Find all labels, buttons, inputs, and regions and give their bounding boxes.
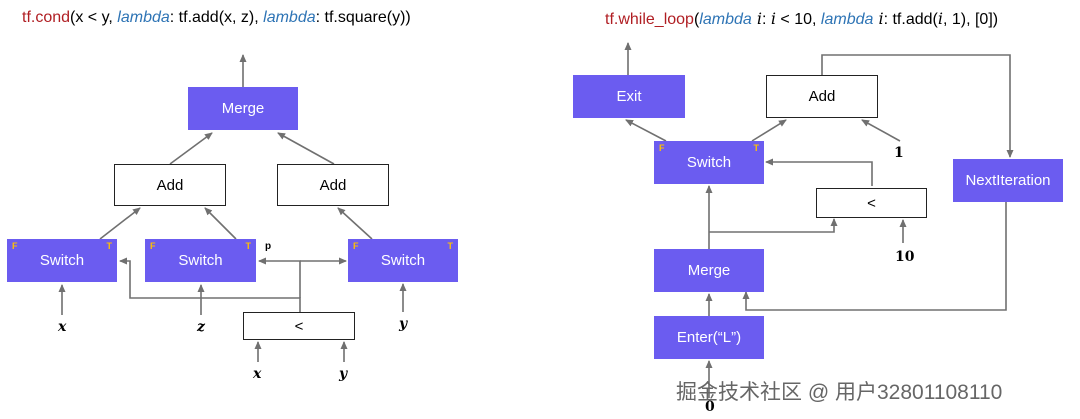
cond-add-node-2: Add: [277, 164, 389, 206]
node-label: <: [867, 194, 876, 212]
edge-add2-merge: [277, 132, 335, 165]
loop-exit-node: Exit: [573, 75, 685, 118]
node-label: <: [294, 317, 304, 335]
cond-lambda-keyword: lambda: [263, 9, 316, 26]
input-zero: 0: [705, 399, 715, 415]
cond-merge-node: Merge: [188, 87, 298, 130]
edge-switch1-add1: [99, 207, 141, 240]
true-flag: T: [245, 241, 252, 251]
node-label: Switch: [380, 252, 426, 269]
cond-title-part: : tf.add(x, z),: [169, 9, 264, 26]
node-label: Merge: [221, 100, 265, 117]
edge-less-switch: [765, 158, 873, 186]
input-x: x: [58, 319, 67, 335]
false-flag: F: [353, 241, 359, 251]
node-label: Merge: [687, 262, 731, 279]
while-title-part: < 10,: [775, 11, 821, 28]
cond-switch-node-2: F T Switch: [145, 239, 256, 282]
node-label: Switch: [686, 154, 732, 171]
cond-add-node-1: Add: [114, 164, 226, 206]
loop-less-node: <: [816, 188, 927, 218]
true-flag: T: [753, 143, 760, 153]
while-var: i: [937, 9, 943, 28]
node-label: Switch: [39, 252, 85, 269]
edge-add-nextiteration: [821, 54, 1014, 158]
while-var: i: [873, 9, 884, 28]
input-y: y: [339, 366, 348, 382]
cond-switch-node-3: F T Switch: [348, 239, 458, 282]
node-label: Add: [808, 88, 836, 105]
node-label: Add: [319, 176, 347, 194]
cond-title: tf.cond(x < y, lambda: tf.add(x, z), lam…: [22, 9, 411, 27]
input-z: z: [197, 319, 205, 335]
while-fn-name: tf.while_loop: [605, 11, 694, 28]
while-title-part: , 1), [0]): [942, 11, 999, 28]
node-label: NextIteration: [965, 172, 1051, 189]
predicate-label: p: [265, 241, 272, 252]
cond-less-node: <: [243, 312, 355, 340]
while-title-part: (: [693, 11, 700, 28]
while-loop-title: tf.while_loop(lambda i: i < 10, lambda i…: [605, 9, 998, 29]
cond-title-part: (x < y,: [70, 9, 118, 26]
false-flag: F: [659, 143, 665, 153]
input-y: y: [399, 316, 408, 332]
edge-less-switch1: [119, 257, 301, 312]
node-label: Add: [156, 176, 184, 194]
loop-add-node: Add: [766, 75, 878, 118]
edge-switch3-add2: [337, 207, 373, 240]
edge-less-switch2: [258, 257, 301, 298]
true-flag: T: [447, 241, 454, 251]
input-x: x: [253, 366, 262, 382]
true-flag: T: [106, 241, 113, 251]
edge-one-add: [861, 119, 901, 142]
cond-title-part: : tf.square(y)): [315, 9, 411, 26]
cond-fn-name: tf.cond: [22, 9, 71, 26]
edge-switch-add: [751, 119, 787, 142]
edge-nextiteration-merge: [742, 202, 1007, 311]
false-flag: F: [150, 241, 156, 251]
watermark: 掘金技术社区 @ 用户3280110811​0: [676, 381, 1003, 404]
cond-lambda-keyword: lambda: [117, 9, 170, 26]
while-lambda-keyword: lambda: [820, 11, 874, 28]
while-var: i: [770, 9, 776, 28]
cond-switch-node-1: F T Switch: [7, 239, 117, 282]
edge-merge-less: [709, 218, 838, 233]
loop-switch-node: F T Switch: [654, 141, 764, 184]
while-title-part: :: [761, 11, 771, 28]
edge-switch2-add1: [204, 207, 237, 240]
edge-add1-merge: [169, 132, 213, 165]
input-ten: 10: [895, 249, 915, 265]
while-title-part: : tf.add(: [883, 11, 938, 28]
while-lambda-keyword: lambda: [699, 11, 752, 28]
node-label: Exit: [616, 88, 642, 105]
loop-nextiteration-node: NextIteration: [953, 159, 1063, 202]
edge-switch-exit: [625, 119, 667, 142]
input-one: 1: [894, 145, 904, 161]
node-label: Enter(“L”): [676, 329, 742, 346]
false-flag: F: [12, 241, 18, 251]
node-label: Switch: [178, 252, 223, 269]
while-var: i: [751, 9, 762, 28]
loop-merge-node: Merge: [654, 249, 764, 292]
loop-enter-node: Enter(“L”): [654, 316, 764, 359]
